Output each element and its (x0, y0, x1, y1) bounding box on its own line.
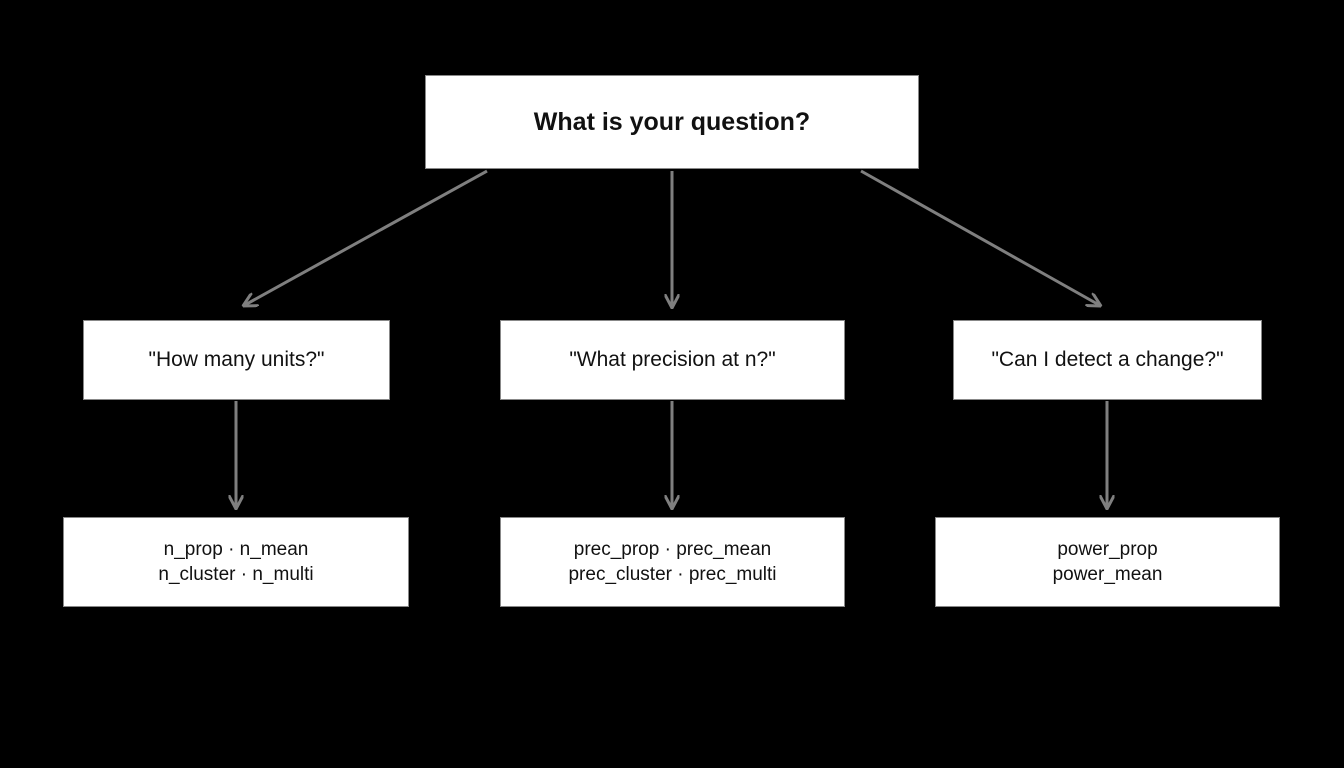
question-label: "Can I detect a change?" (991, 348, 1224, 371)
node-power-functions: power_prop power_mean (935, 517, 1280, 607)
function-list-line: prec_prop · prec_mean (573, 539, 772, 560)
function-list-line: power_prop (1057, 539, 1158, 560)
function-list-line: n_prop · n_mean (163, 539, 309, 560)
node-what-precision-at-n: "What precision at n?" (500, 320, 845, 400)
root-question-label: What is your question? (533, 107, 811, 136)
function-list-line: prec_cluster · prec_multi (568, 564, 777, 585)
node-what-is-your-question: What is your question? (425, 75, 919, 169)
question-label: "How many units?" (148, 348, 325, 371)
node-can-i-detect-a-change: "Can I detect a change?" (953, 320, 1262, 400)
node-sample-size-functions: n_prop · n_mean n_cluster · n_multi (63, 517, 409, 607)
function-list-line: n_cluster · n_multi (158, 564, 314, 585)
node-precision-functions: prec_prop · prec_mean prec_cluster · pre… (500, 517, 845, 607)
arrow-root-to-how-many-units (243, 169, 488, 306)
function-list-line: power_mean (1052, 564, 1163, 585)
node-how-many-units: "How many units?" (83, 320, 390, 400)
question-label: "What precision at n?" (569, 348, 776, 371)
arrow-root-to-detect-change (860, 169, 1101, 306)
